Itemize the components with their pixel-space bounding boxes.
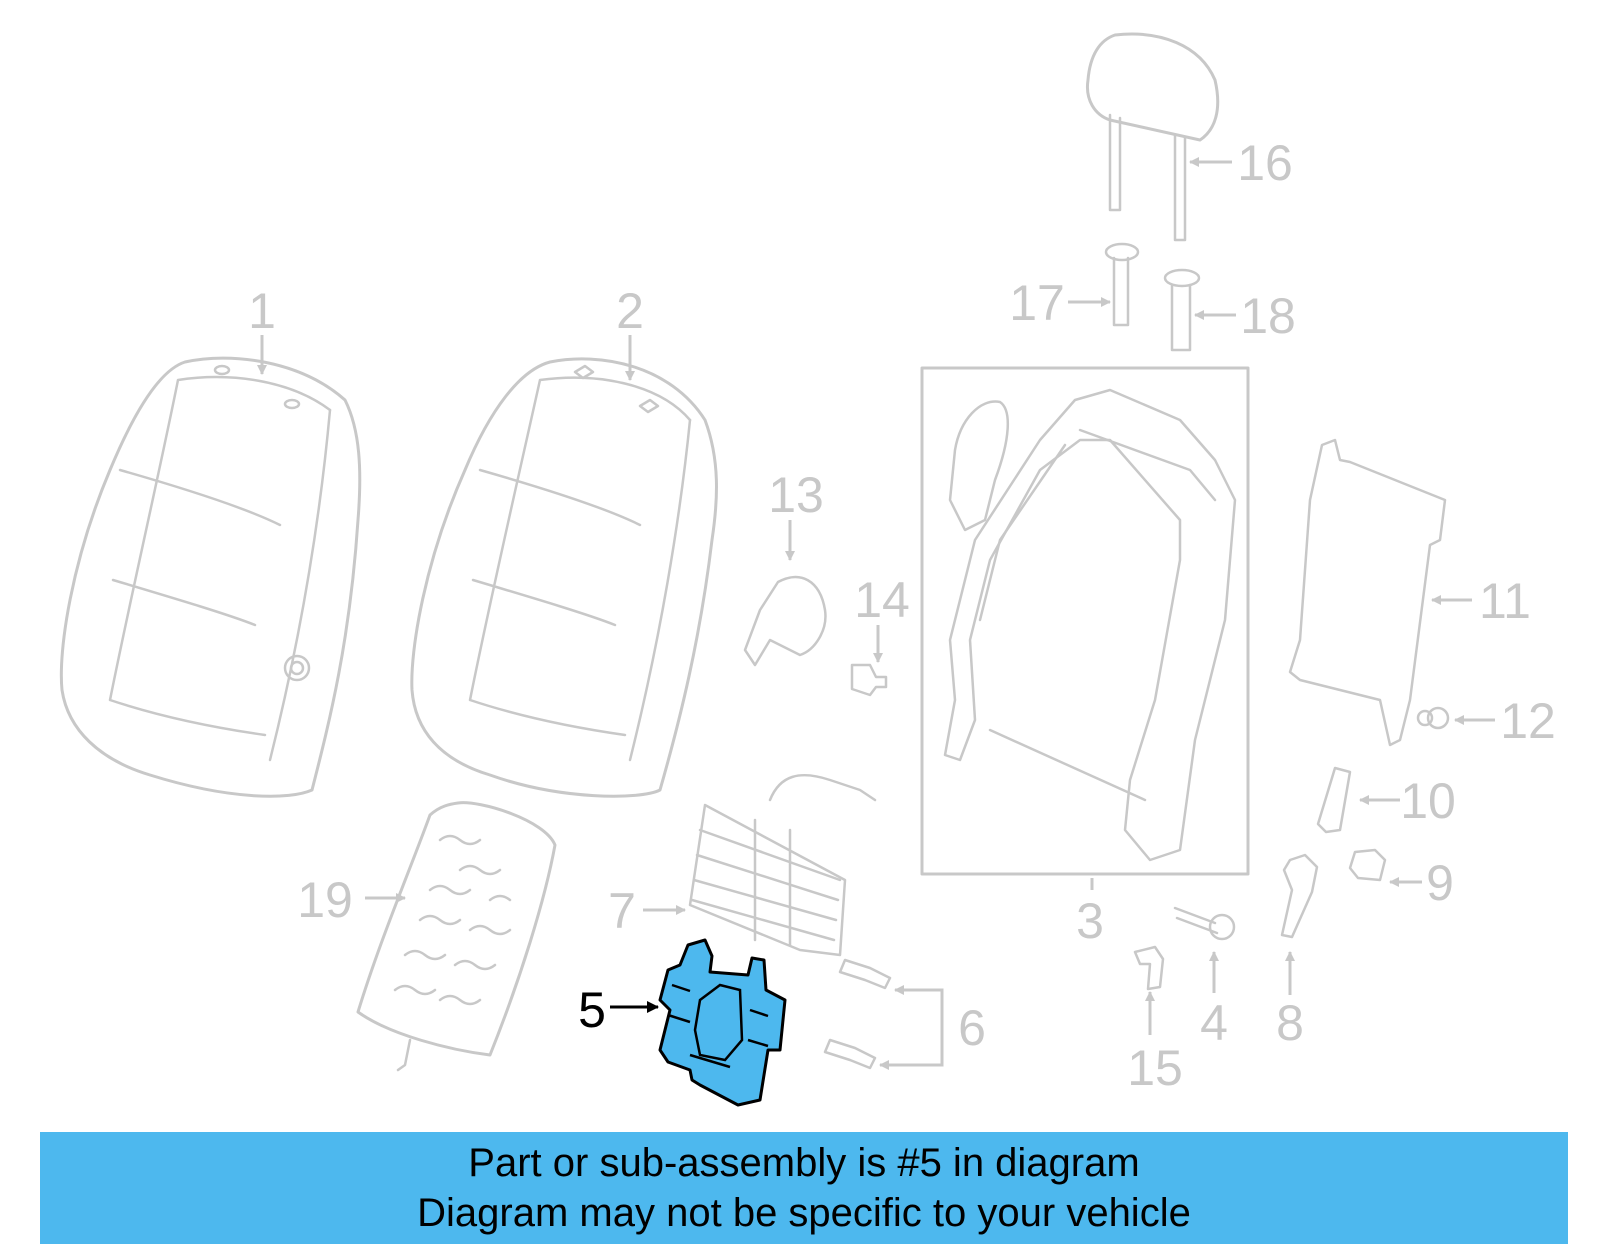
callout-13: 13 — [768, 467, 824, 523]
callout-8: 8 — [1276, 995, 1304, 1051]
part-7-lumbar-support — [688, 773, 877, 957]
part-4-bolt — [1173, 906, 1236, 941]
callout-6: 6 — [958, 1000, 986, 1056]
callout-14: 14 — [854, 572, 910, 628]
banner-line-1: Part or sub-assembly is #5 in diagram — [468, 1141, 1140, 1185]
callout-19: 19 — [297, 872, 353, 928]
part-1-seat-back-cover — [59, 356, 362, 798]
callout-11: 11 — [1479, 573, 1531, 629]
part-16-headrest — [1085, 32, 1220, 242]
callout-5: 5 — [578, 982, 606, 1038]
leader-lines — [257, 157, 1495, 1070]
banner-line-2: Diagram may not be specific to your vehi… — [417, 1191, 1191, 1235]
callout-17: 17 — [1009, 275, 1065, 331]
part-6-connectors — [823, 958, 892, 1070]
part-5-highlighted-component — [658, 938, 787, 1107]
part-12-nut — [1416, 706, 1450, 730]
callout-labels: 1 2 3 4 5 6 7 8 9 10 11 12 13 14 15 16 1… — [248, 135, 1556, 1096]
part-11-back-panel — [1288, 438, 1447, 747]
info-banner: Part or sub-assembly is #5 in diagram Di… — [40, 1132, 1568, 1244]
callout-16: 16 — [1237, 135, 1293, 191]
part-13-bracket — [743, 575, 827, 667]
part-3-seat-back-frame — [920, 366, 1250, 876]
callout-7: 7 — [608, 883, 636, 939]
part-2-seat-back-cover — [410, 357, 718, 798]
callout-12: 12 — [1500, 693, 1556, 749]
callout-10: 10 — [1400, 773, 1456, 829]
part-17-guide — [1104, 242, 1140, 327]
callout-18: 18 — [1240, 288, 1296, 344]
part-19-heater-pad — [356, 801, 557, 1072]
callout-15: 15 — [1127, 1040, 1183, 1096]
part-14-clip — [850, 663, 888, 697]
callout-1: 1 — [248, 283, 276, 339]
part-9-cap — [1348, 848, 1387, 882]
callout-3: 3 — [1076, 893, 1104, 949]
callout-2: 2 — [616, 283, 644, 339]
part-10-cover — [1316, 766, 1352, 834]
part-8-lever — [1280, 853, 1319, 939]
callout-9: 9 — [1426, 855, 1454, 911]
part-15-clip — [1133, 945, 1165, 991]
part-18-guide — [1163, 268, 1201, 352]
callout-4: 4 — [1200, 995, 1228, 1051]
